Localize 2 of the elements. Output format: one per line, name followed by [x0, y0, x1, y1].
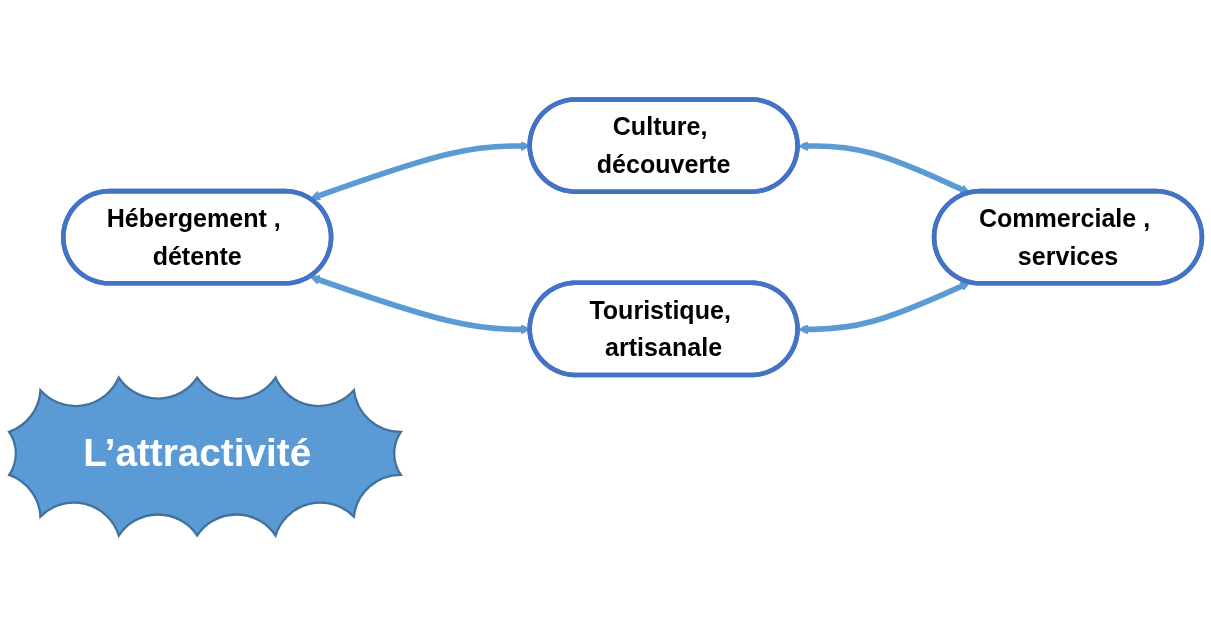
arrow — [798, 281, 971, 335]
arrow — [798, 141, 971, 194]
